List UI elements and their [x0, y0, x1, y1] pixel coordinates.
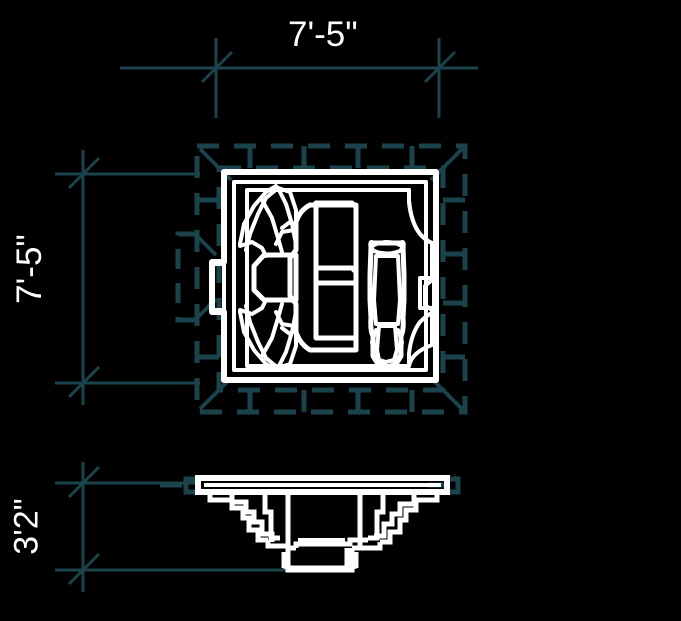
clearance-grid-ticks-left: [197, 197, 219, 360]
spa-left-notch: [210, 262, 226, 312]
clearance-inner-rect: [216, 165, 446, 393]
spa-shoulder-curve-top: [407, 188, 434, 245]
lounger-footwell: [375, 324, 399, 364]
lounger-leg-right: [393, 328, 404, 362]
elev-well-shelf: [293, 537, 368, 548]
elev-well-corner-left: [281, 552, 291, 571]
seat-upper-left-rib-c: [280, 220, 298, 230]
dimension-label-height: 3'2": [7, 498, 46, 555]
seat-left-middle: [251, 252, 299, 303]
seat-lower-left-outer: [244, 304, 298, 370]
elev-left-steps-outer: [207, 492, 268, 543]
dim-width-tick-right: [423, 50, 457, 84]
seat-lower-left-rib-c: [280, 326, 298, 336]
seat-upper-left-inner: [238, 184, 278, 246]
elevation-view-spa: [195, 475, 450, 573]
spa-shoulder-curve-bottom: [407, 311, 434, 368]
dim-depth-tick-bottom: [67, 365, 101, 399]
clearance-grid-ticks-bottom: [247, 390, 415, 412]
dim-width-tick-left: [200, 50, 234, 84]
dim-depth-tick-top: [67, 156, 101, 190]
lounger-leg-left: [370, 328, 381, 362]
elev-left-wall: [262, 492, 280, 541]
elev-shelf-right-join: [356, 542, 383, 551]
spa-inner-rim: [232, 180, 428, 372]
elev-right-steps-mid: [374, 492, 417, 539]
clearance-grid-ticks-right: [443, 197, 465, 360]
elev-left-steps-mid: [229, 492, 275, 542]
dimension-width: [120, 38, 478, 118]
dimension-label-depth: 7'-5": [10, 234, 49, 304]
elev-shelf-detail: [298, 538, 345, 544]
seat-upper-left-foot: [238, 240, 268, 258]
clearance-left-box: [175, 231, 197, 323]
elev-right-steps-outer: [380, 492, 440, 545]
seat-center-footwell: [287, 202, 359, 353]
dimension-label-width: 7'-5": [288, 15, 358, 54]
plan-view-spa: [209, 169, 439, 383]
elev-clearance-right: [448, 476, 461, 495]
seat-lower-left-rib-b: [260, 302, 284, 358]
elev-top-rim: [195, 475, 450, 495]
lounger-seat-pan: [372, 254, 402, 326]
seat-upper-left-rib-b: [260, 198, 284, 254]
lounger-headrest: [370, 240, 404, 256]
seat-lower-left-foot: [238, 298, 268, 316]
dimension-depth: [55, 150, 200, 405]
elev-well-corner-right: [349, 552, 359, 571]
clearance-outer-rect: [194, 143, 468, 415]
dim-height-tick-top: [67, 465, 101, 499]
elev-shelf-left-join: [265, 540, 288, 549]
elev-clearance-left: [183, 476, 196, 495]
seat-upper-left-outer: [244, 186, 298, 252]
spa-right-notch: [418, 276, 436, 310]
seat-lower-left-pad: [274, 310, 298, 328]
elev-right-wall: [368, 492, 386, 541]
seat-lower-left-inner: [238, 310, 278, 372]
seat-upper-left-pad: [274, 228, 298, 246]
dim-height-tick-bottom: [67, 552, 101, 586]
clearance-grid-ticks-top: [247, 146, 415, 168]
